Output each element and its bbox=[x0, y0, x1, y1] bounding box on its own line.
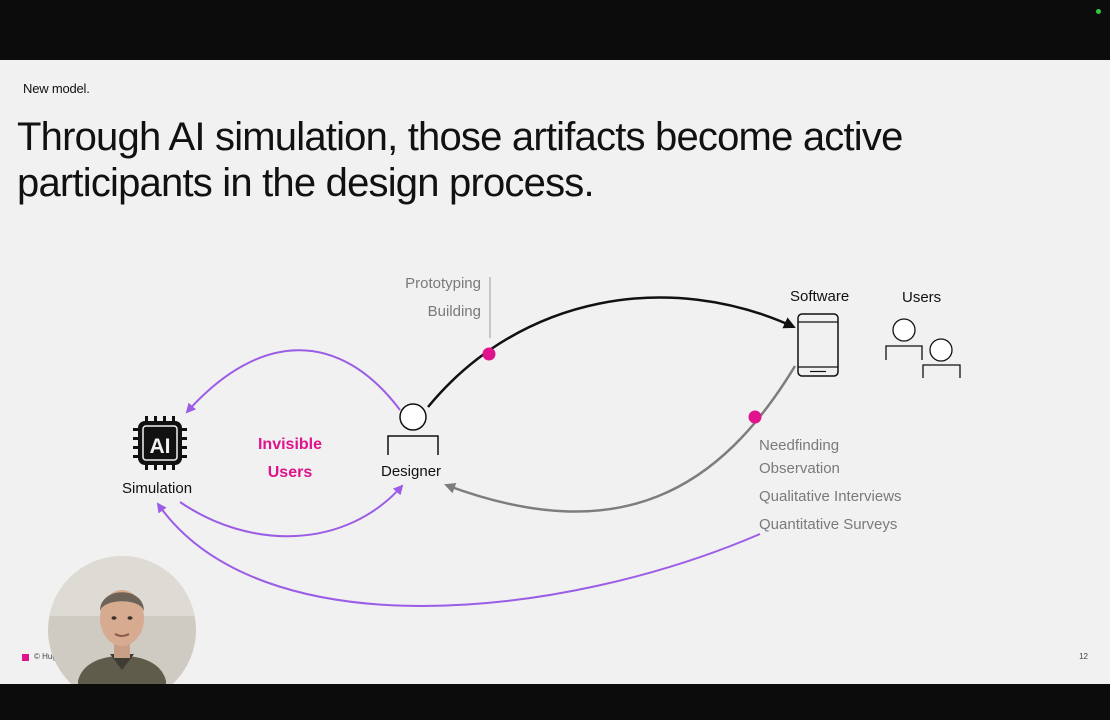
footer-copyright: © Hug bbox=[34, 652, 57, 661]
bottom-bar bbox=[0, 684, 1110, 720]
arrow-designer-to-simulation bbox=[185, 349, 401, 414]
slide: New model. Through AI simulation, those … bbox=[0, 60, 1110, 684]
recording-indicator-icon bbox=[1096, 9, 1101, 14]
simulation-label: Simulation bbox=[122, 480, 193, 497]
invisible-users-line-2: Users bbox=[267, 464, 313, 481]
research-label-qualitative-interviews: Qualitative Interviews bbox=[759, 488, 902, 505]
section-label: New model. bbox=[23, 81, 90, 96]
designer-label: Designer bbox=[381, 463, 442, 480]
page-number: 12 bbox=[1079, 652, 1088, 661]
research-label-needfinding: Needfinding bbox=[759, 437, 840, 454]
ai-chip-text: AI bbox=[150, 435, 171, 458]
invisible-users-line-1: Invisible bbox=[257, 436, 323, 453]
marker-dot-build bbox=[482, 347, 496, 361]
footer-brand-square-icon bbox=[22, 654, 29, 661]
top-bar bbox=[0, 0, 1110, 60]
users-label: Users bbox=[902, 289, 942, 306]
arrow-simulation-to-designer bbox=[179, 484, 404, 538]
research-label-observation: Observation bbox=[759, 460, 840, 477]
slide-title: Through AI simulation, those artifacts b… bbox=[17, 115, 903, 205]
build-label-building: Building bbox=[427, 303, 481, 320]
users-icon bbox=[885, 318, 961, 378]
designer-person-icon bbox=[387, 403, 439, 455]
software-label: Software bbox=[790, 288, 850, 305]
arrow-software-to-designer bbox=[444, 365, 797, 513]
arrow-designer-to-software bbox=[427, 296, 796, 408]
research-label-quantitative-surveys: Quantitative Surveys bbox=[759, 516, 898, 533]
build-label-prototyping: Prototyping bbox=[405, 275, 481, 292]
marker-dot-research bbox=[748, 410, 762, 424]
invisible-users-label: Invisible Users bbox=[250, 431, 330, 487]
smartphone-icon bbox=[797, 313, 839, 377]
design-process-diagram: AI bbox=[133, 277, 961, 607]
ai-chip-icon: AI bbox=[133, 416, 187, 470]
arrow-surveys-to-simulation bbox=[156, 502, 761, 607]
